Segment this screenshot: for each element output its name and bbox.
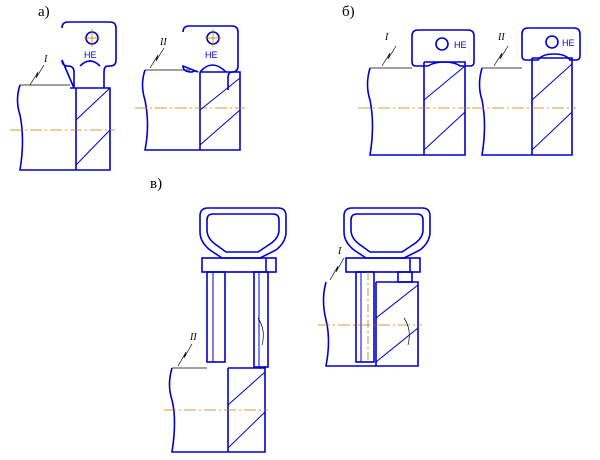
roman-numeral: I	[384, 32, 389, 43]
surface-mark	[177, 343, 193, 367]
label-b: б)	[342, 4, 355, 20]
gauge-collar	[345, 257, 421, 273]
roman-numeral: I	[337, 246, 342, 257]
hatch	[423, 65, 466, 101]
hatch	[375, 284, 419, 319]
gauge-text: НЕ	[562, 38, 575, 48]
gauge-text: НЕ	[205, 50, 218, 60]
gauge-pin	[206, 271, 226, 363]
panel-b-left: НЕ I	[358, 29, 475, 156]
break-line	[257, 317, 264, 346]
part-body	[168, 367, 266, 453]
surface-mark	[493, 45, 509, 67]
gauge-hole	[435, 37, 449, 51]
gauge-pin-stub	[397, 271, 413, 283]
gauge-pin	[253, 271, 269, 368]
no-go-gauge	[182, 25, 239, 90]
gauge-handle-inner	[206, 213, 280, 253]
gauge-collar	[201, 257, 277, 273]
panel-a-left: НЕ I	[10, 21, 117, 171]
hatch	[227, 371, 266, 406]
panel-a-right: НЕ II	[135, 25, 245, 151]
hatch	[423, 111, 466, 151]
hatch	[199, 77, 241, 111]
part-body	[322, 281, 419, 367]
part-body	[478, 57, 573, 156]
part-body	[141, 69, 241, 151]
hatch	[531, 63, 573, 101]
gauge-jaw	[79, 60, 101, 67]
surface-mark	[29, 64, 45, 86]
hatch	[75, 87, 111, 121]
gauge-text: НЕ	[84, 50, 97, 60]
break-line	[403, 317, 410, 346]
no-go-gauge	[521, 27, 581, 61]
label-v: в)	[150, 176, 163, 192]
surface-mark	[329, 257, 345, 281]
hatch	[227, 411, 266, 449]
hatch	[199, 109, 241, 146]
panel-v-left: II	[164, 207, 287, 453]
panel-b-right: НЕ II	[472, 27, 581, 156]
surface-mark	[381, 45, 397, 67]
go-gauge	[61, 21, 117, 89]
gauge-handle-outer	[199, 207, 287, 259]
hatch	[375, 327, 419, 363]
part-body	[16, 84, 111, 171]
hatch	[75, 129, 111, 166]
surface-mark	[149, 47, 165, 69]
gauge-handle-outer	[343, 207, 431, 259]
part-body	[366, 61, 466, 156]
roman-numeral: II	[497, 32, 505, 43]
go-gauge	[411, 29, 475, 67]
panel-v-right: I	[318, 207, 431, 367]
gauge-hole	[545, 35, 559, 49]
gauge-pin	[355, 271, 375, 363]
roman-numeral: II	[189, 332, 197, 343]
roman-numeral: I	[43, 54, 48, 65]
hatch	[531, 111, 573, 151]
label-a: а)	[38, 4, 50, 20]
gauge-text: НЕ	[454, 40, 467, 50]
roman-numeral: II	[159, 37, 167, 48]
gauge-jaw	[199, 64, 227, 73]
gauge-handle-inner	[350, 213, 424, 253]
